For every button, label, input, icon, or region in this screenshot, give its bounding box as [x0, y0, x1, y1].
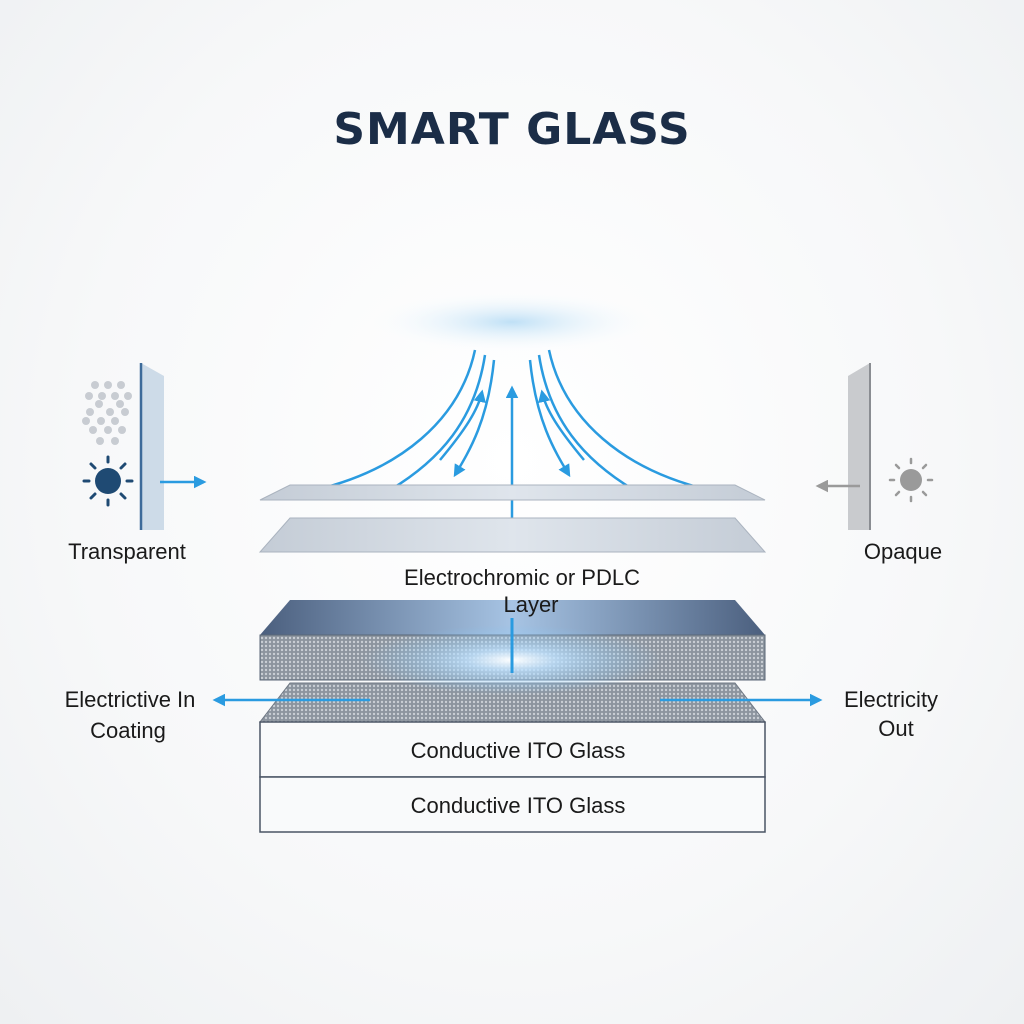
light-flow-arrows — [314, 349, 710, 541]
sun-icon — [82, 455, 134, 507]
ito-glass-bottom-label: Conductive ITO Glass — [411, 793, 626, 818]
ito-glass-bottom — [259, 776, 766, 833]
electricity-in-label-line2: Coating — [90, 718, 166, 743]
opaque-label: Opaque — [864, 539, 942, 564]
page-title: SMART GLASS — [333, 104, 690, 155]
particle-dots-icon — [82, 381, 132, 445]
glass-plate-top — [259, 484, 766, 501]
opaque-state-icon — [815, 363, 934, 530]
ito-glass-top — [259, 721, 766, 778]
electricity-in-label-line1: Electrictive In — [65, 687, 196, 712]
glass-plate-middle — [258, 517, 767, 553]
electricity-out-label-line1: Electricity — [844, 687, 938, 712]
opaque-pane-icon — [848, 363, 870, 530]
electricity-out-label-line2: Out — [878, 716, 913, 741]
active-layer-top — [260, 600, 765, 635]
active-layer-label-line1: Electrochromic or PDLC — [404, 565, 640, 590]
sun-gray-icon — [888, 457, 934, 503]
ito-glass-top-label: Conductive ITO Glass — [411, 738, 626, 763]
active-layer-label-line2: Layer — [503, 592, 558, 617]
transparent-label: Transparent — [68, 539, 186, 564]
glass-pane-icon — [141, 363, 164, 530]
transparent-state-icon — [82, 363, 207, 530]
light-source-glow — [362, 290, 662, 354]
